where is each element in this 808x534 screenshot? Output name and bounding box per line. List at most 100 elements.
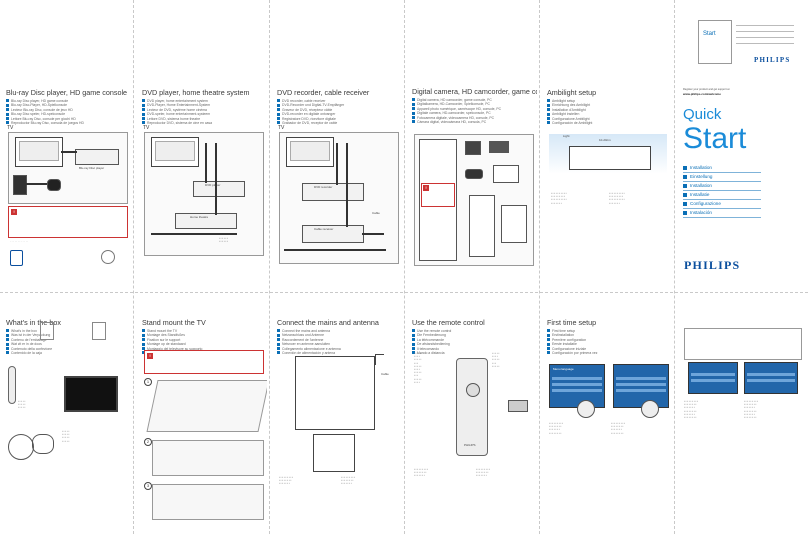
warning-icon: ! [147,353,153,359]
home-theatre-illustration [175,213,237,229]
panel-title: Use the remote control [412,318,485,327]
list-item: Ambilight instellen [547,112,672,116]
list-item: Grabador de DVD, receptor de cable [277,121,402,125]
stand-illustration [146,380,267,432]
fold-line [269,0,270,534]
list-item: Erstinstallation [547,333,672,337]
cable-line [346,143,348,227]
stand-illustration [152,440,264,476]
setup-screen-illustration [613,364,669,408]
list-item: Ambilight setup [547,99,672,103]
list-item: Configuración por primera vez [547,351,672,355]
device-label: DVD recorder [314,185,333,189]
panel-digital-camera: Digital camera, HD camcorder, game conso… [412,88,537,288]
recycle-icon [101,250,115,264]
nav-ring [466,383,480,397]
language-item: Configurazione [683,200,761,209]
cable-illustration [32,434,54,454]
fine-print: · · · · · · · · · · · · [10,240,29,243]
cable-line [336,143,338,185]
panel-blu-ray: Blu-ray Disc player, HD game console Blu… [6,88,131,288]
list-item: Montaggio del televisore su supporto [142,347,267,351]
panel-settings: ▪ ▪ ▪ ▪ ▪ ▪ ▪ ▪ ▪▪ ▪ ▪ ▪ ▪ ▪ ▪ ▪▪ ▪ ▪ ▪ … [680,318,804,528]
panel-title: Digital camera, HD camcorder, game conso… [412,88,537,96]
fold-line [0,292,808,293]
cable-line [362,233,384,235]
list-item: Einrichtung des Ambilight [547,103,672,107]
instruction-text: ▪ ▪ ▪ ▪ ▪ ▪ ▪ ▪ ▪▪ ▪ ▪ ▪ ▪ ▪ ▪ ▪▪ ▪ ▪ ▪ … [549,422,564,435]
panel-language-list: DVD recorder, cable receiver DVD-Recorde… [277,99,402,125]
connection-diagram: Blu-ray Disc player [8,132,128,204]
list-item: Collegamento alimentazione e antenna [277,347,402,351]
setup-screen-illustration [688,362,738,394]
list-item: Configuración de Ambilight [547,121,672,125]
panel-language-list: Connect the mains and antenna Netzanschl… [277,329,402,355]
list-item: Blu-ray Disc speler, HD-spelconsole [6,112,131,116]
tv-back-illustration [295,356,375,430]
panel-language-list: What's in the box Was ist in der Verpack… [6,329,131,355]
connector-panel-illustration [469,195,495,257]
brand-logo: PHILIPS [754,56,791,64]
website-link[interactable]: www.philips.com/welcome [683,92,721,96]
device-label: Home theatre [190,215,209,219]
list-item: Connect the mains and antenna [277,329,402,333]
language-item: Einstellung [683,173,761,182]
list-item: Use the remote control [412,329,537,333]
list-item: Première configuration [547,338,672,342]
setup-screen-illustration: Menu language [549,364,605,408]
tv-label: TV [143,125,150,131]
tv-front-illustration [313,434,355,472]
panel-remote-control: Use the remote control Use the remote co… [412,318,537,528]
remote-illustration: PHILIPS [456,358,488,456]
warning-icon: ! [423,185,429,191]
panel-title: DVD player, home theatre system [142,88,250,97]
connector-panel-illustration [501,205,527,243]
panel-whats-in-box: What's in the box What's in the box Was … [6,318,131,528]
screen-title: Menu language [553,367,574,371]
step-number: 1 [144,378,152,386]
list-item: Die Fernbedienung [412,333,537,337]
cable-illustration [8,434,34,460]
language-list: Installation Einstellung Installation In… [683,164,763,220]
list-item: Montage des Standfußes [142,333,267,337]
key-description-list: ▪ ▪ ▪ ▪ ▪▪ ▪ ▪ ▪▪ ▪ ▪ ▪ ▪▪ ▪ ▪▪ ▪ ▪ ▪ ▪▪… [414,352,422,384]
list-item: What's in the box [6,329,131,333]
list-item: La télécommande [412,338,537,342]
list-item: DVD-Recorder und Digital-TV-Empfänger [277,103,402,107]
list-item: Lettore Blu-ray Disc, console per giochi… [6,117,131,121]
brand-logo: PHILIPS [684,258,741,272]
list-item: Wat zit er in de doos [6,342,131,346]
panel-language-list: Digital camera, HD camcorder, game conso… [412,98,537,124]
panel-language-list: First time setup Erstinstallation Premiè… [547,329,672,355]
instruction-text: ▪ ▪ ▪ ▪ ▪ ▪ ▪ ▪ ▪▪ ▪ ▪ ▪ ▪ ▪ ▪ ▪▪ ▪ ▪ ▪ … [414,468,429,478]
fold-line [133,0,134,534]
panel-language-list: Ambilight setup Einrichtung des Ambiligh… [547,99,672,125]
language-item: Installation [683,182,761,191]
list-item: Netsnoer en antenne aansluiten [277,342,402,346]
panel-language-list: Use the remote control Die Fernbedienung… [412,329,537,355]
antenna-icon [375,354,384,365]
language-item: Instalación [683,209,761,218]
list-item: De afstandsbediening [412,342,537,346]
list-item: Eerste installatie [547,342,672,346]
panel-connect-mains: Connect the mains and antenna Connect th… [277,318,402,528]
device-label: Cable receiver [314,227,334,231]
instruction-text: ▪ ▪ ▪ ▪ ▪ ▪ ▪ ▪ ▪▪ ▪ ▪ ▪ ▪ ▪ ▪ ▪▪ ▪ ▪ ▪ … [744,400,759,420]
panel-title: First time setup [547,318,597,327]
language-item: Installation [683,164,761,173]
philips-shield-icon [10,250,23,266]
list-item: Raccordement de l'antenne [277,338,402,342]
caution-box: ! [8,206,128,238]
panel-dvd-recorder: DVD recorder, cable receiver DVD recorde… [277,88,402,288]
device-label: Cable [381,372,389,376]
stand-illustration [152,484,264,520]
panel-title: Blu-ray Disc player, HD game console [6,88,128,97]
list-item: Fixation sur le support [142,338,267,342]
fold-line [404,0,405,534]
fine-print: ▪ ▪ ▪ ▪ ▪ ▪▪ ▪ ▪ ▪ ▪ ▪ [219,237,229,244]
fold-line [674,0,675,534]
blu-ray-player-illustration [75,149,119,165]
list-item: Il telecomando [412,347,537,351]
instruction-text: ▪ ▪ ▪ ▪ ▪ ▪ ▪ ▪ ▪ ▪▪ ▪ ▪ ▪ ▪ ▪ ▪ ▪ ▪▪ ▪ … [609,192,625,205]
